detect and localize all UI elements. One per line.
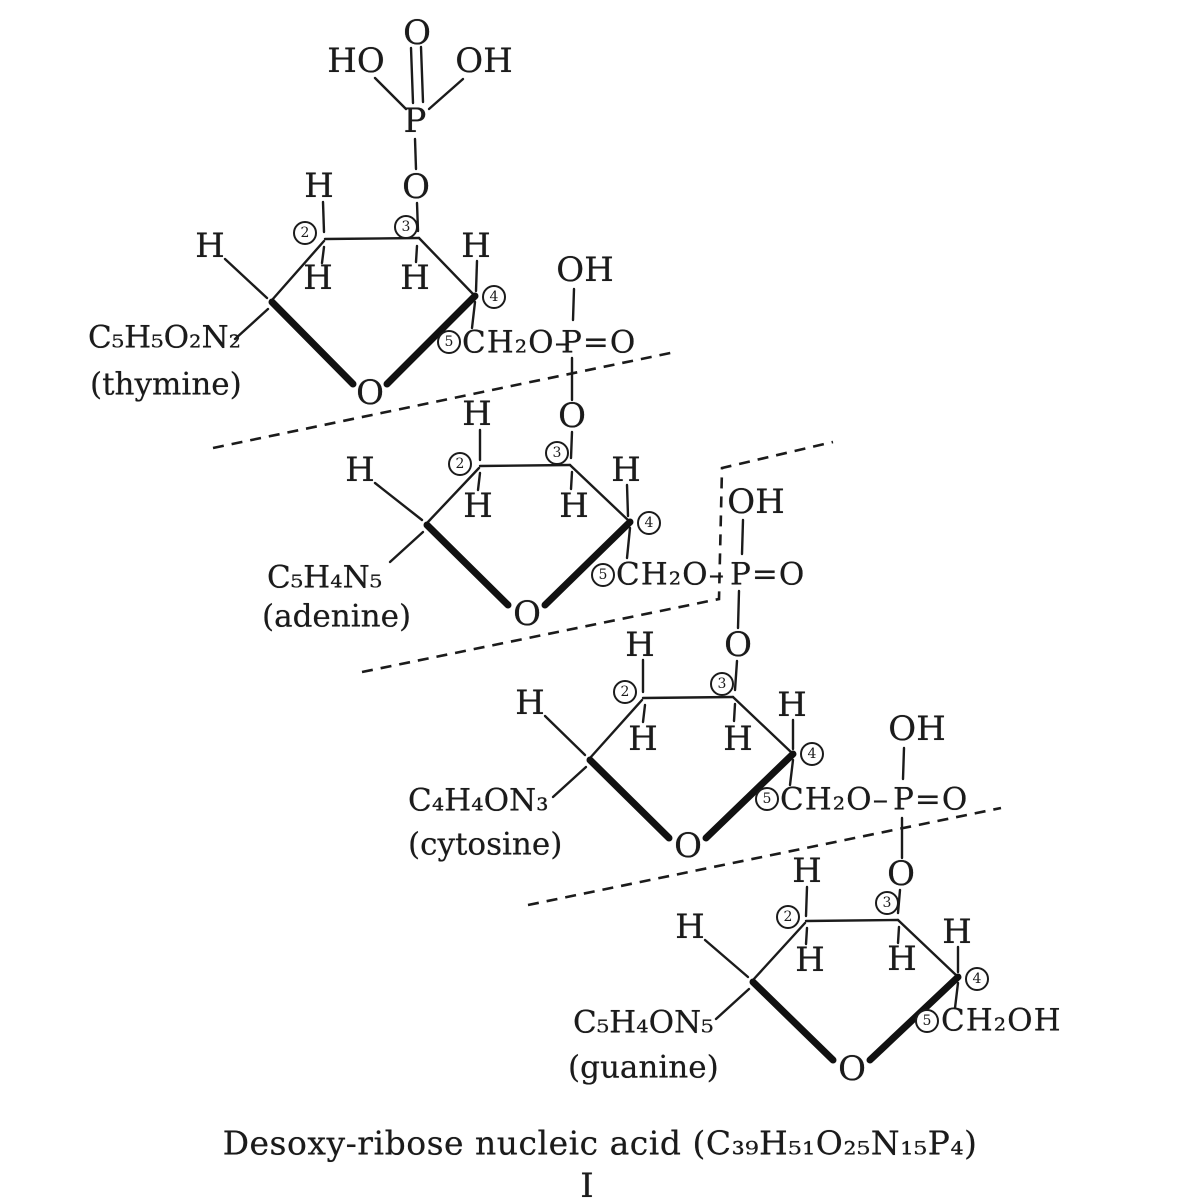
- figure-caption: Desoxy-ribose nucleic acid (C₃₉H₅₁O₂₅N₁₅…: [222, 1123, 978, 1163]
- u4-base-name: (guanine): [568, 1049, 719, 1086]
- u1-carbon4-number: 4: [482, 285, 506, 309]
- u2-c3-hydrogen-below: H: [559, 486, 589, 526]
- u2-carbon3-number: 3: [545, 441, 569, 465]
- u4-carbon4-number: 4: [965, 967, 989, 991]
- u2-c5-group: CH₂O–: [616, 556, 726, 593]
- u1-ring-oxygen: O: [356, 373, 384, 413]
- u2-ring-oxygen: O: [513, 594, 541, 634]
- top-oxygen-label: O: [403, 13, 431, 53]
- u3-c1-hydrogen: H: [515, 683, 545, 723]
- u2-carbon4-number: 4: [637, 511, 661, 535]
- u4-c4-hydrogen-above: H: [942, 912, 972, 952]
- u3-base-formula: C₄H₄ON₃: [408, 782, 549, 819]
- u2-carbon2-number: 2: [448, 452, 472, 476]
- u2-bridge-oxygen: O: [724, 625, 752, 665]
- u3-phosphate: P=O: [893, 781, 969, 818]
- u4-c1-hydrogen: H: [675, 907, 705, 947]
- u3-c5-group: CH₂O–: [780, 781, 890, 818]
- u2-c4-hydrogen-above: H: [611, 450, 641, 490]
- u3-c2-hydrogen-above: H: [625, 625, 655, 665]
- u2-base-name: (adenine): [262, 598, 412, 635]
- u3-ring-oxygen: O: [674, 826, 702, 866]
- u2-c2-hydrogen-below: H: [463, 486, 493, 526]
- u1-c4-hydrogen-above: H: [461, 226, 491, 266]
- u1-c3-hydrogen-below: H: [400, 258, 430, 298]
- u1-base-formula: C₅H₅O₂N₂: [88, 319, 242, 356]
- u3-phosphate-oh: OH: [888, 709, 946, 749]
- u2-c2-hydrogen-above: H: [462, 394, 492, 434]
- u3-c4-hydrogen-above: H: [777, 685, 807, 725]
- u1-carbon3-number: 3: [394, 215, 418, 239]
- u3-c2-hydrogen-below: H: [628, 719, 658, 759]
- u1-c1-hydrogen: H: [195, 226, 225, 266]
- figure-numeral: I: [580, 1166, 594, 1200]
- u4-c3-hydrogen-below: H: [887, 939, 917, 979]
- u3-bridge-oxygen: O: [887, 854, 915, 894]
- u2-phosphate-oh: OH: [727, 482, 785, 522]
- u3-carbon2-number: 2: [613, 680, 637, 704]
- u1-bridge-oxygen: O: [558, 396, 586, 436]
- covalent-bonds: [223, 45, 960, 1021]
- nucleotide-boundary-dashes: [212, 350, 1002, 907]
- u1-carbon2-number: 2: [293, 221, 317, 245]
- u3-base-name: (cytosine): [408, 826, 563, 863]
- u1-base-name: (thymine): [90, 366, 242, 403]
- u4-c2-hydrogen-above: H: [792, 851, 822, 891]
- u3-carbon3-number: 3: [710, 672, 734, 696]
- u2-c1-hydrogen: H: [345, 450, 375, 490]
- ring-front-bonds: [268, 292, 962, 1064]
- u4-carbon5-number: 5: [915, 1009, 939, 1033]
- u4-c2-hydrogen-below: H: [795, 940, 825, 980]
- u1-c2-hydrogen-above: H: [304, 166, 334, 206]
- top-phosphorus-label: P: [403, 101, 427, 141]
- u1-c5-group: CH₂O–: [462, 324, 572, 361]
- u1-phosphate-oh: OH: [556, 250, 614, 290]
- top-oh-label: OH: [455, 41, 513, 81]
- u4-c5-group: CH₂OH: [941, 1002, 1062, 1039]
- top-bridge-oxygen-label: O: [402, 167, 430, 207]
- u2-carbon5-number: 5: [591, 563, 615, 587]
- u1-c2-hydrogen-below: H: [303, 258, 333, 298]
- u3-c3-hydrogen-below: H: [723, 719, 753, 759]
- u4-carbon3-number: 3: [875, 891, 899, 915]
- top-ho-label: HO: [327, 41, 385, 81]
- u3-carbon5-number: 5: [755, 787, 779, 811]
- u4-base-formula: C₅H₄ON₅: [573, 1004, 714, 1041]
- u1-phosphate: P=O: [561, 324, 637, 361]
- u1-carbon5-number: 5: [437, 330, 461, 354]
- u4-carbon2-number: 2: [776, 905, 800, 929]
- u2-base-formula: C₅H₄N₅: [267, 559, 383, 596]
- u4-ring-oxygen: O: [838, 1049, 866, 1089]
- u3-carbon4-number: 4: [800, 742, 824, 766]
- u2-phosphate: P=O: [730, 556, 806, 593]
